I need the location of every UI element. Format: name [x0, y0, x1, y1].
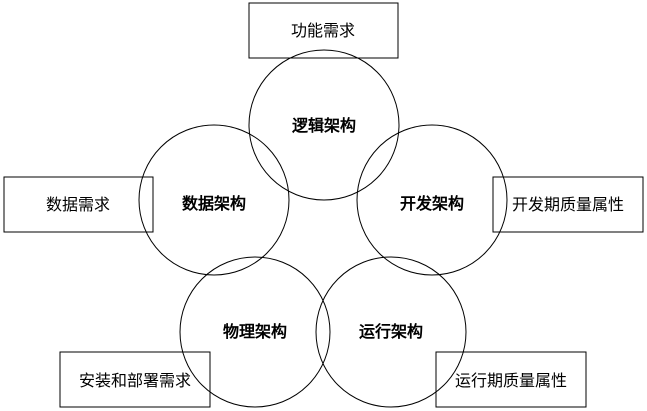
install-deploy-label: 安装和部署需求: [79, 371, 191, 390]
development-architecture-label: 开发架构: [400, 194, 464, 213]
runtime-architecture-label: 运行架构: [359, 322, 423, 341]
development-architecture-circle: [356, 124, 508, 276]
physical-architecture-label: 物理架构: [223, 322, 287, 341]
runtime-quality-box: [435, 351, 587, 408]
dev-quality-box: [492, 176, 644, 233]
functional-requirements-label: 功能需求: [291, 21, 355, 40]
logical-architecture-label: 逻辑架构: [292, 116, 356, 135]
runtime-quality-label: 运行期质量属性: [455, 371, 567, 390]
dev-quality-label: 开发期质量属性: [512, 195, 624, 214]
runtime-architecture-circle: [315, 256, 467, 408]
data-requirements-label: 数据需求: [46, 195, 110, 214]
data-architecture-label: 数据架构: [182, 194, 246, 213]
logical-architecture-circle: [248, 49, 400, 201]
physical-architecture-circle: [179, 256, 331, 408]
install-deploy-box: [59, 351, 211, 408]
data-architecture-circle: [138, 124, 290, 276]
data-requirements-box: [3, 176, 154, 233]
functional-requirements-box: [248, 2, 399, 59]
